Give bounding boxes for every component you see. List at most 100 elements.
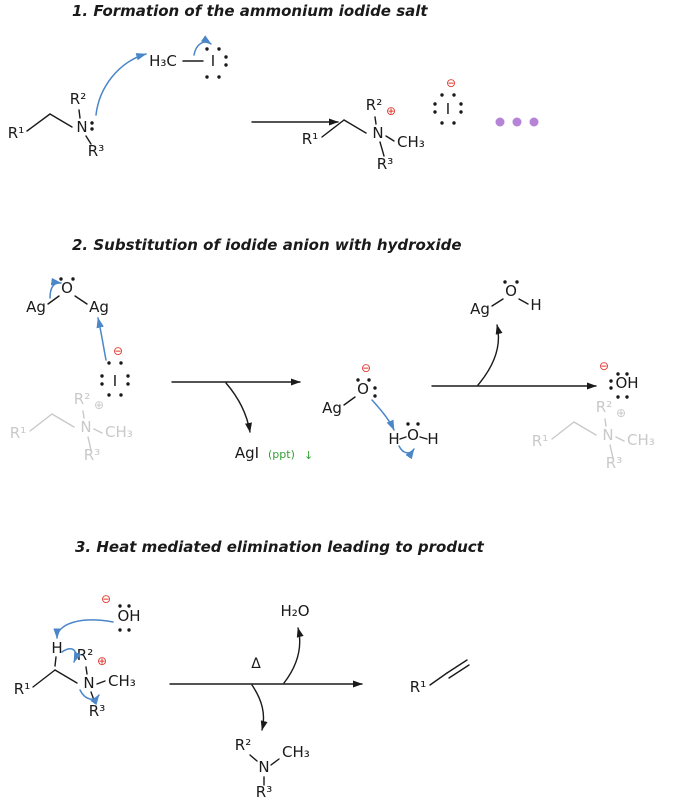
purple-dot — [495, 117, 505, 127]
byproduct-arrow-water — [283, 627, 304, 684]
nitrogen-label: N — [372, 124, 383, 142]
bond — [82, 410, 85, 419]
bond — [29, 413, 53, 432]
agi-label: AgI — [235, 444, 259, 462]
minus-charge: ⊖ — [446, 76, 456, 90]
ag-label: Ag — [470, 300, 490, 318]
ag-label: Ag — [89, 298, 109, 316]
dot — [356, 378, 360, 382]
lone-pairs — [609, 372, 629, 399]
minus-charge: ⊖ — [599, 359, 609, 373]
lone-pairs — [118, 604, 131, 632]
r2-label: R² — [70, 90, 86, 108]
oxygen-label: O — [407, 426, 419, 444]
dot — [217, 75, 221, 79]
oxygen-label: O — [357, 380, 369, 398]
h-label: H — [51, 639, 62, 657]
r1-label: R¹ — [410, 678, 426, 696]
section-2-title: 2. Substitution of iodide anion with hyd… — [72, 236, 462, 254]
iodine-label: I — [446, 100, 450, 118]
ch3-label: CH₃ — [105, 423, 133, 441]
bond — [249, 754, 258, 762]
dot — [440, 121, 444, 125]
bond — [78, 109, 81, 119]
bond — [74, 295, 88, 305]
dot — [459, 102, 463, 106]
bond — [87, 436, 92, 451]
bond — [385, 135, 395, 142]
ch3-label: CH₃ — [397, 133, 425, 151]
r3-label: R³ — [89, 702, 105, 720]
lone-pairs — [503, 280, 519, 284]
lone-pairs — [433, 93, 463, 125]
ppt-label: (ppt) — [268, 448, 295, 461]
h3c-label: H₃C — [149, 52, 177, 70]
ch3-label: CH₃ — [282, 743, 310, 761]
continuation-dots — [495, 117, 539, 127]
dot — [373, 386, 377, 390]
nitrogen-label: N — [76, 118, 87, 136]
r3-label: R³ — [256, 783, 272, 800]
dot — [609, 379, 613, 383]
dot — [118, 628, 122, 632]
r2-label: R² — [235, 736, 251, 754]
dot — [433, 110, 437, 114]
section-1: 1. Formation of the ammonium iodide salt… — [8, 2, 539, 173]
dot — [459, 110, 463, 114]
bond — [47, 295, 60, 305]
curved-arrow-cn-to-n — [79, 689, 100, 706]
bond — [270, 758, 280, 766]
bond — [32, 669, 56, 688]
purple-dot — [512, 117, 522, 127]
oxygen-label: O — [61, 279, 73, 297]
dot — [107, 361, 111, 365]
nitrogen-label: N — [80, 418, 91, 436]
dot — [503, 280, 507, 284]
iodide-anion: ⊖ I — [433, 76, 463, 125]
hydroxide-anion: ⊖ OH — [599, 359, 639, 399]
byproduct-arrow-agoh — [477, 324, 503, 386]
bond — [321, 119, 345, 138]
dot — [119, 361, 123, 365]
minus-charge: ⊖ — [361, 361, 371, 375]
oxygen-label: O — [505, 282, 517, 300]
plus-charge: ⊕ — [386, 104, 396, 118]
bond — [419, 436, 428, 440]
curved-arrow-iodide-attack — [96, 317, 107, 361]
section-3-title: 3. Heat mediated elimination leading to … — [75, 538, 485, 556]
dot — [118, 604, 122, 608]
bond — [518, 298, 529, 305]
bond — [379, 141, 385, 157]
dot — [100, 374, 104, 378]
dot — [127, 628, 131, 632]
dot — [616, 395, 620, 399]
oh-label: OH — [117, 607, 140, 625]
minus-charge: ⊖ — [101, 592, 111, 606]
silver-hydroxide: Ag O H — [470, 280, 542, 318]
dot — [373, 394, 377, 398]
dot — [224, 55, 228, 59]
lone-pairs — [406, 422, 420, 426]
lone-pairs — [90, 121, 94, 131]
water: H O H — [388, 422, 439, 448]
amine-reactant: R¹ N R² R³ — [8, 90, 104, 160]
double-bond — [446, 659, 468, 674]
dot — [217, 47, 221, 51]
alkene-product: R¹ — [410, 659, 470, 696]
r1-label: R¹ — [8, 124, 24, 142]
curved-arrow-oh-bond-break — [398, 445, 415, 460]
dot — [107, 393, 111, 397]
dot — [416, 422, 420, 426]
amine-byproduct: R² N CH₃ R³ — [235, 736, 310, 801]
curved-arrow-nitrogen-attack — [95, 53, 147, 116]
bond — [54, 656, 57, 667]
plus-charge: ⊕ — [97, 654, 107, 668]
bond — [343, 119, 367, 134]
r2-label: R² — [366, 96, 382, 114]
ammonium-product: R¹ N R² ⊕ CH₃ R³ — [302, 96, 425, 173]
dot — [367, 378, 371, 382]
curved-arrow-ch-to-cc — [61, 648, 82, 663]
r3-label: R³ — [377, 155, 393, 173]
